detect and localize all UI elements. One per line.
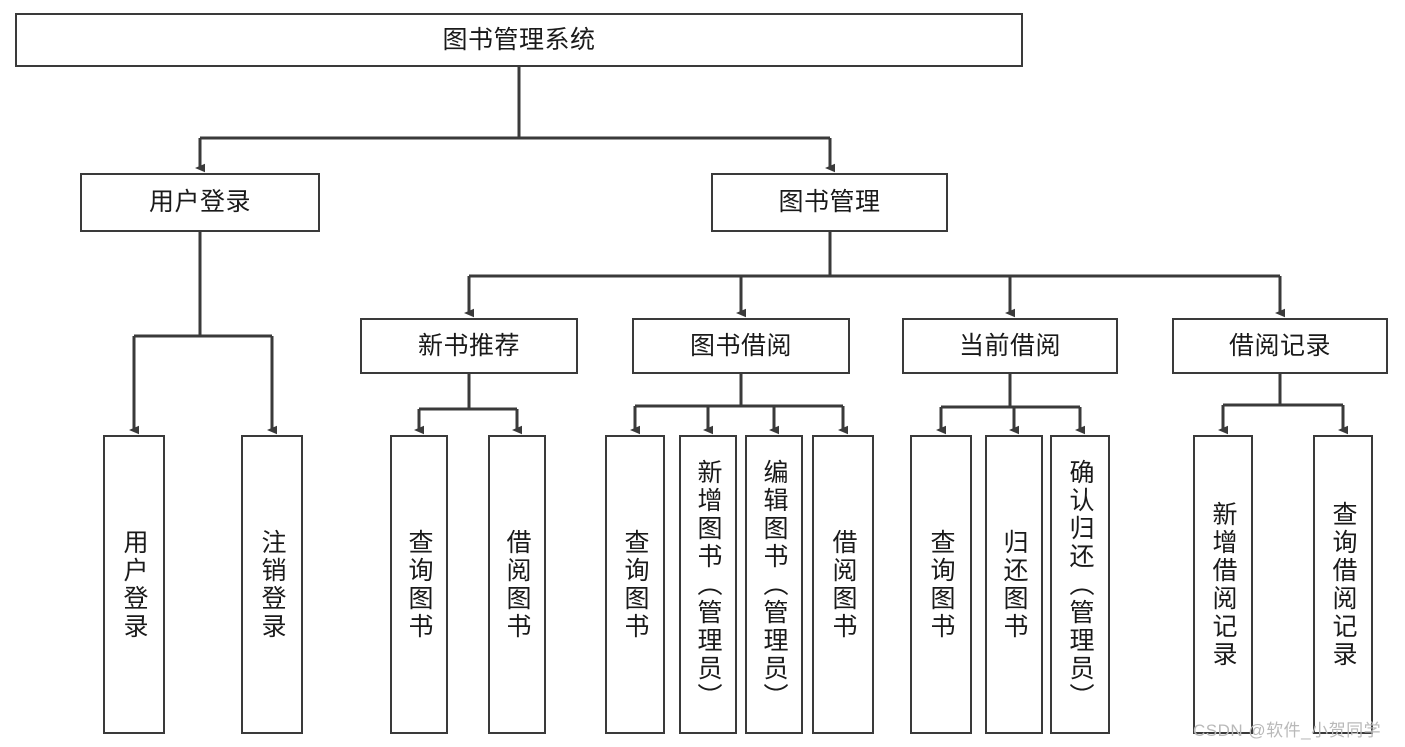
- node-book-borrow[interactable]: 图书借阅: [632, 318, 850, 374]
- node-root-label: 图书管理系统: [442, 25, 596, 54]
- node-current-borrow-label: 当前借阅: [958, 331, 1061, 360]
- node-user-login-label: 用户登录: [148, 188, 251, 216]
- node-leaf-add-book[interactable]: 新增图书（管理员）: [679, 435, 737, 734]
- node-leaf-borrow-book-2-label: 借阅图书: [829, 528, 857, 641]
- node-new-book-recommend-label: 新书推荐: [417, 331, 520, 360]
- node-leaf-add-record-label: 新增借阅记录: [1209, 500, 1237, 669]
- node-leaf-query-book-3-label: 查询图书: [927, 528, 955, 641]
- node-leaf-query-book-2[interactable]: 查询图书: [605, 435, 665, 734]
- node-leaf-logout[interactable]: 注销登录: [241, 435, 303, 734]
- watermark: CSDN @软件_小贺同学: [1193, 721, 1382, 740]
- node-leaf-return-book[interactable]: 归还图书: [985, 435, 1043, 734]
- node-leaf-edit-book-label: 编辑图书（管理员）: [760, 458, 788, 711]
- node-borrow-record[interactable]: 借阅记录: [1172, 318, 1388, 374]
- node-leaf-logout-label: 注销登录: [258, 528, 286, 641]
- node-user-login[interactable]: 用户登录: [80, 173, 320, 232]
- node-leaf-query-book-1[interactable]: 查询图书: [390, 435, 448, 734]
- node-new-book-recommend[interactable]: 新书推荐: [360, 318, 578, 374]
- node-leaf-borrow-book-1[interactable]: 借阅图书: [488, 435, 546, 734]
- node-borrow-record-label: 借阅记录: [1228, 331, 1331, 360]
- node-root[interactable]: 图书管理系统: [15, 13, 1023, 67]
- node-leaf-confirm-return-label: 确认归还（管理员）: [1066, 458, 1094, 711]
- node-book-manage-label: 图书管理: [778, 188, 881, 216]
- node-leaf-return-book-label: 归还图书: [1000, 528, 1028, 641]
- node-book-manage[interactable]: 图书管理: [711, 173, 948, 232]
- node-book-borrow-label: 图书借阅: [689, 331, 792, 360]
- node-leaf-edit-book[interactable]: 编辑图书（管理员）: [745, 435, 803, 734]
- node-leaf-confirm-return[interactable]: 确认归还（管理员）: [1050, 435, 1110, 734]
- node-leaf-add-book-label: 新增图书（管理员）: [694, 458, 722, 711]
- node-leaf-query-book-3[interactable]: 查询图书: [910, 435, 972, 734]
- node-leaf-query-book-1-label: 查询图书: [405, 528, 433, 641]
- node-leaf-borrow-book-1-label: 借阅图书: [503, 528, 531, 641]
- node-leaf-query-record[interactable]: 查询借阅记录: [1313, 435, 1373, 734]
- node-leaf-add-record[interactable]: 新增借阅记录: [1193, 435, 1253, 734]
- node-leaf-user-login-label: 用户登录: [120, 528, 148, 641]
- node-leaf-user-login[interactable]: 用户登录: [103, 435, 165, 734]
- node-leaf-query-book-2-label: 查询图书: [621, 528, 649, 641]
- node-current-borrow[interactable]: 当前借阅: [902, 318, 1118, 374]
- node-leaf-query-record-label: 查询借阅记录: [1329, 500, 1357, 669]
- node-leaf-borrow-book-2[interactable]: 借阅图书: [812, 435, 874, 734]
